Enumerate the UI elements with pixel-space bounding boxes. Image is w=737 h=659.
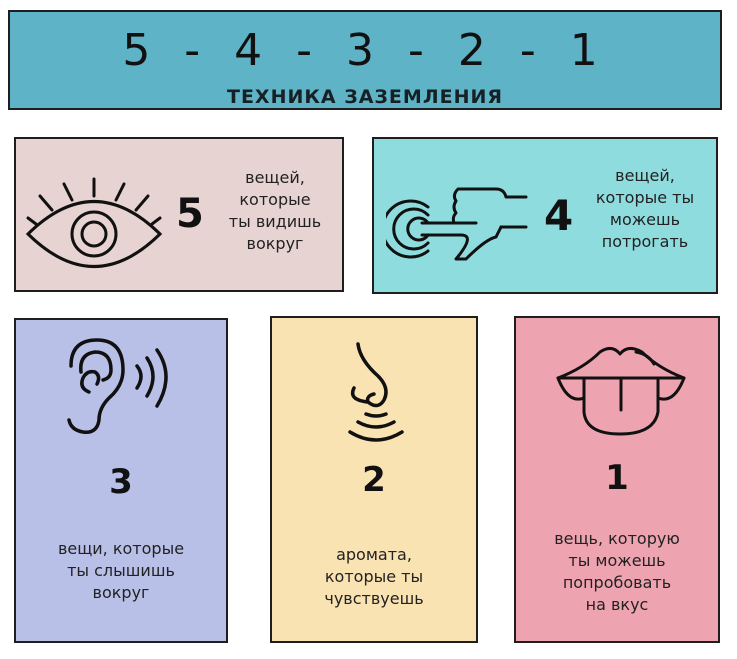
card-number: 1 (605, 458, 629, 498)
hand-touch-icon (386, 179, 536, 269)
tongue-icon (554, 338, 688, 438)
card-hear: 3 вещи, которые ты слышишь вокруг (14, 318, 228, 643)
card-description: вещь, которую ты можешь попробовать на в… (554, 529, 680, 614)
card-number: 5 (176, 191, 204, 237)
header-banner: 5 - 4 - 3 - 2 - 1 ТЕХНИКА ЗАЗЕМЛЕНИЯ (8, 10, 722, 110)
card-touch: 4 вещей, которые ты можешь потрогать (372, 137, 718, 294)
card-number: 2 (362, 460, 386, 500)
ear-icon (61, 336, 181, 436)
card-description: аромата, которые ты чувствуешь (324, 545, 424, 608)
card-taste: 1 вещь, которую ты можешь попробовать на… (514, 316, 720, 643)
nose-icon (340, 340, 410, 450)
card-smell: 2 аромата, которые ты чувствуешь (270, 316, 478, 643)
card-number: 4 (544, 191, 574, 240)
technique-title: ТЕХНИКА ЗАЗЕМЛЕНИЯ (226, 86, 504, 108)
card-description: вещей, которые ты можешь потрогать (595, 166, 695, 251)
sequence-title: 5 - 4 - 3 - 2 - 1 (122, 25, 608, 76)
card-see: 5 вещей, которые ты видишь вокруг (14, 137, 344, 292)
card-number: 3 (109, 462, 133, 502)
eye-icon (24, 174, 164, 269)
card-description: вещи, которые ты слышишь вокруг (57, 539, 185, 602)
card-description: вещей, которые ты видишь вокруг (228, 168, 322, 253)
